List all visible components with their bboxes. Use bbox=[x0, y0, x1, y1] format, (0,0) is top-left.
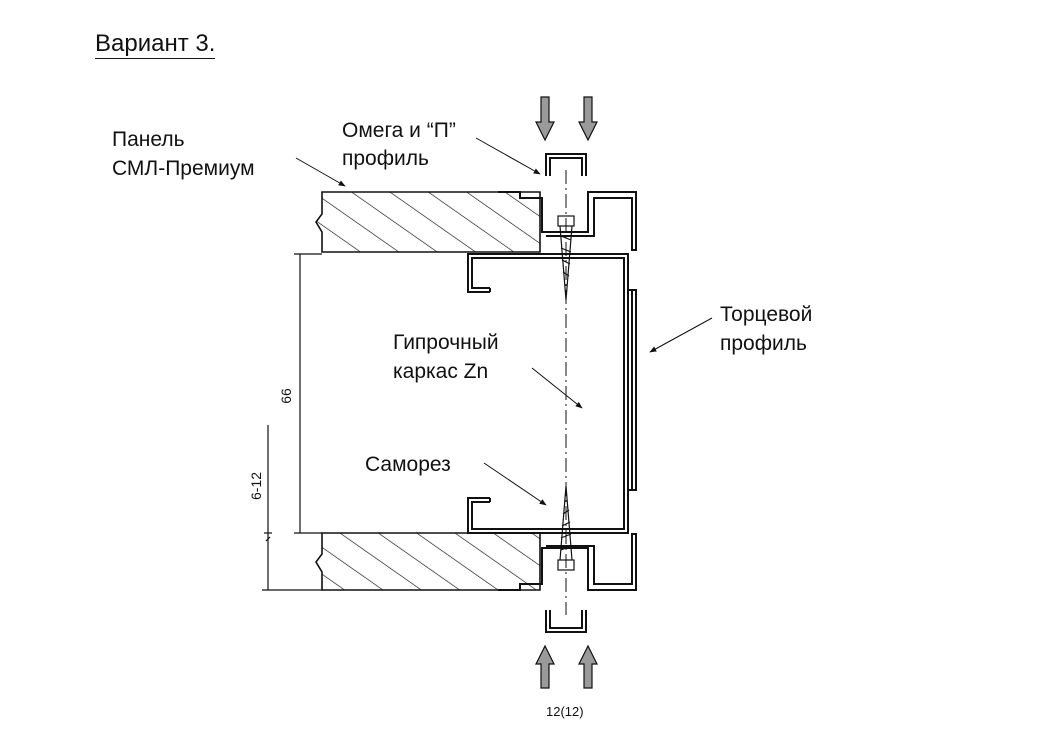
load-arrows-bottom bbox=[535, 644, 598, 689]
dimension-joint bbox=[262, 425, 322, 591]
end-profile bbox=[498, 191, 637, 591]
label-end-profile-line1: Торцевой bbox=[720, 303, 813, 326]
omega-profile-bottom bbox=[545, 610, 587, 633]
lower-panel bbox=[315, 532, 541, 591]
label-panel-line2: СМЛ-Премиум bbox=[112, 157, 255, 180]
label-end-profile-line2: профиль bbox=[720, 332, 807, 355]
dimension-height-label: 66 bbox=[278, 388, 294, 404]
dimension-height bbox=[294, 253, 322, 534]
gypsum-frame-profile bbox=[467, 253, 629, 534]
dimension-width-label: 12(12) bbox=[546, 704, 584, 719]
screw-bottom bbox=[557, 485, 575, 571]
dimension-joint-label: 6-12 bbox=[248, 471, 264, 501]
label-frame-line1: Гипрочный bbox=[393, 331, 499, 354]
label-panel-line1: Панель bbox=[112, 128, 185, 151]
label-screw: Саморез bbox=[365, 453, 451, 476]
label-omega-line1: Омега и “П” bbox=[342, 119, 456, 142]
label-frame-line2: каркас Zn bbox=[393, 360, 489, 383]
upper-panel bbox=[315, 191, 541, 253]
omega-profile-top bbox=[545, 153, 587, 176]
label-omega-line2: профиль bbox=[342, 147, 429, 170]
load-arrows-top bbox=[535, 96, 598, 142]
diagram-title: Вариант 3. bbox=[95, 30, 216, 59]
screw-top bbox=[557, 215, 575, 301]
leader-lines bbox=[295, 137, 713, 506]
